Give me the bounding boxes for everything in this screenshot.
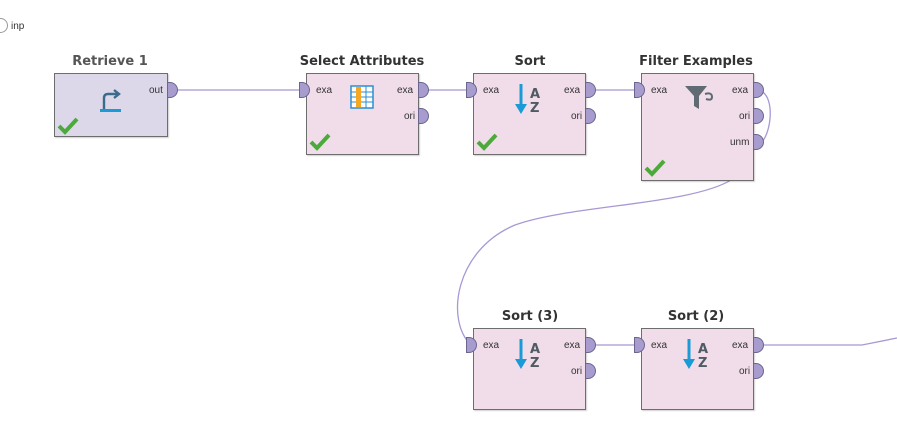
retrieve-arrow-icon xyxy=(100,89,121,112)
port-label-out-exa: exa xyxy=(732,340,749,351)
input-port-exa[interactable] xyxy=(466,82,477,98)
port-label-in: exa xyxy=(651,85,668,96)
output-port-ori[interactable] xyxy=(753,363,764,379)
port-label-out-ori: ori xyxy=(739,111,751,122)
sort-az-icon: A Z xyxy=(515,84,540,116)
process-input-label: inp xyxy=(11,21,25,32)
svg-text:Z: Z xyxy=(530,101,539,116)
output-port-unm[interactable] xyxy=(753,134,764,150)
port-label-out-exa: exa xyxy=(732,85,749,96)
operator-select-attributes[interactable]: exa exa ori xyxy=(306,73,419,155)
checkmark-icon xyxy=(57,117,79,135)
wire-sort2-to-output[interactable] xyxy=(759,337,897,346)
svg-text:A: A xyxy=(530,87,540,102)
output-port-exa[interactable] xyxy=(585,82,596,98)
operator-title-retrieve: Retrieve 1 xyxy=(72,54,148,69)
output-port-exa[interactable] xyxy=(418,82,429,98)
input-port-exa[interactable] xyxy=(299,82,310,98)
output-port-out[interactable] xyxy=(167,82,178,98)
port-label-out-ori: ori xyxy=(571,111,583,122)
process-input-port[interactable] xyxy=(0,18,8,33)
operator-filter-examples[interactable]: exa exa ori unm xyxy=(641,73,754,181)
svg-text:A: A xyxy=(698,342,708,357)
checkmark-icon xyxy=(309,133,331,151)
sort-az-icon: A Z xyxy=(683,339,708,371)
funnel-filter-icon xyxy=(685,86,714,109)
output-port-ori[interactable] xyxy=(585,108,596,124)
operator-sort-3[interactable]: exa exa ori A Z xyxy=(473,328,586,410)
operator-title-filter-examples: Filter Examples xyxy=(639,54,753,69)
sort-az-icon: A Z xyxy=(515,339,540,371)
checkmark-icon xyxy=(644,159,666,177)
port-label-out-exa: exa xyxy=(564,340,581,351)
port-label-in: exa xyxy=(483,85,500,96)
operator-title-sort: Sort xyxy=(514,54,546,69)
operator-sort-2[interactable]: exa exa ori A Z xyxy=(641,328,754,410)
output-port-ori[interactable] xyxy=(585,363,596,379)
port-label-out-unm: unm xyxy=(730,137,750,148)
output-port-exa[interactable] xyxy=(753,82,764,98)
port-label-out-exa: exa xyxy=(397,85,414,96)
port-label-out-ori: ori xyxy=(571,366,583,377)
output-port-exa[interactable] xyxy=(585,337,596,353)
input-port-exa[interactable] xyxy=(466,337,477,353)
port-label-out-ori: ori xyxy=(739,366,751,377)
port-label-out-ori: ori xyxy=(404,111,416,122)
port-label-out-exa: exa xyxy=(564,85,581,96)
input-port-exa[interactable] xyxy=(634,337,645,353)
output-port-ori[interactable] xyxy=(753,108,764,124)
svg-text:A: A xyxy=(530,342,540,357)
input-port-exa[interactable] xyxy=(634,82,645,98)
checkmark-icon xyxy=(476,133,498,151)
operator-retrieve[interactable]: out xyxy=(54,73,168,137)
operator-title-sort-2: Sort (2) xyxy=(667,309,725,324)
port-label-out: out xyxy=(149,85,163,96)
output-port-exa[interactable] xyxy=(753,337,764,353)
svg-text:Z: Z xyxy=(530,356,539,371)
svg-text:Z: Z xyxy=(698,356,707,371)
operator-sort[interactable]: exa exa ori A Z xyxy=(473,73,586,155)
port-label-in: exa xyxy=(483,340,500,351)
port-label-in: exa xyxy=(316,85,333,96)
operator-title-select-attributes: Select Attributes xyxy=(299,54,425,69)
table-columns-icon xyxy=(350,85,374,109)
port-label-in: exa xyxy=(651,340,668,351)
operator-title-sort-3: Sort (3) xyxy=(501,309,559,324)
output-port-ori[interactable] xyxy=(418,108,429,124)
